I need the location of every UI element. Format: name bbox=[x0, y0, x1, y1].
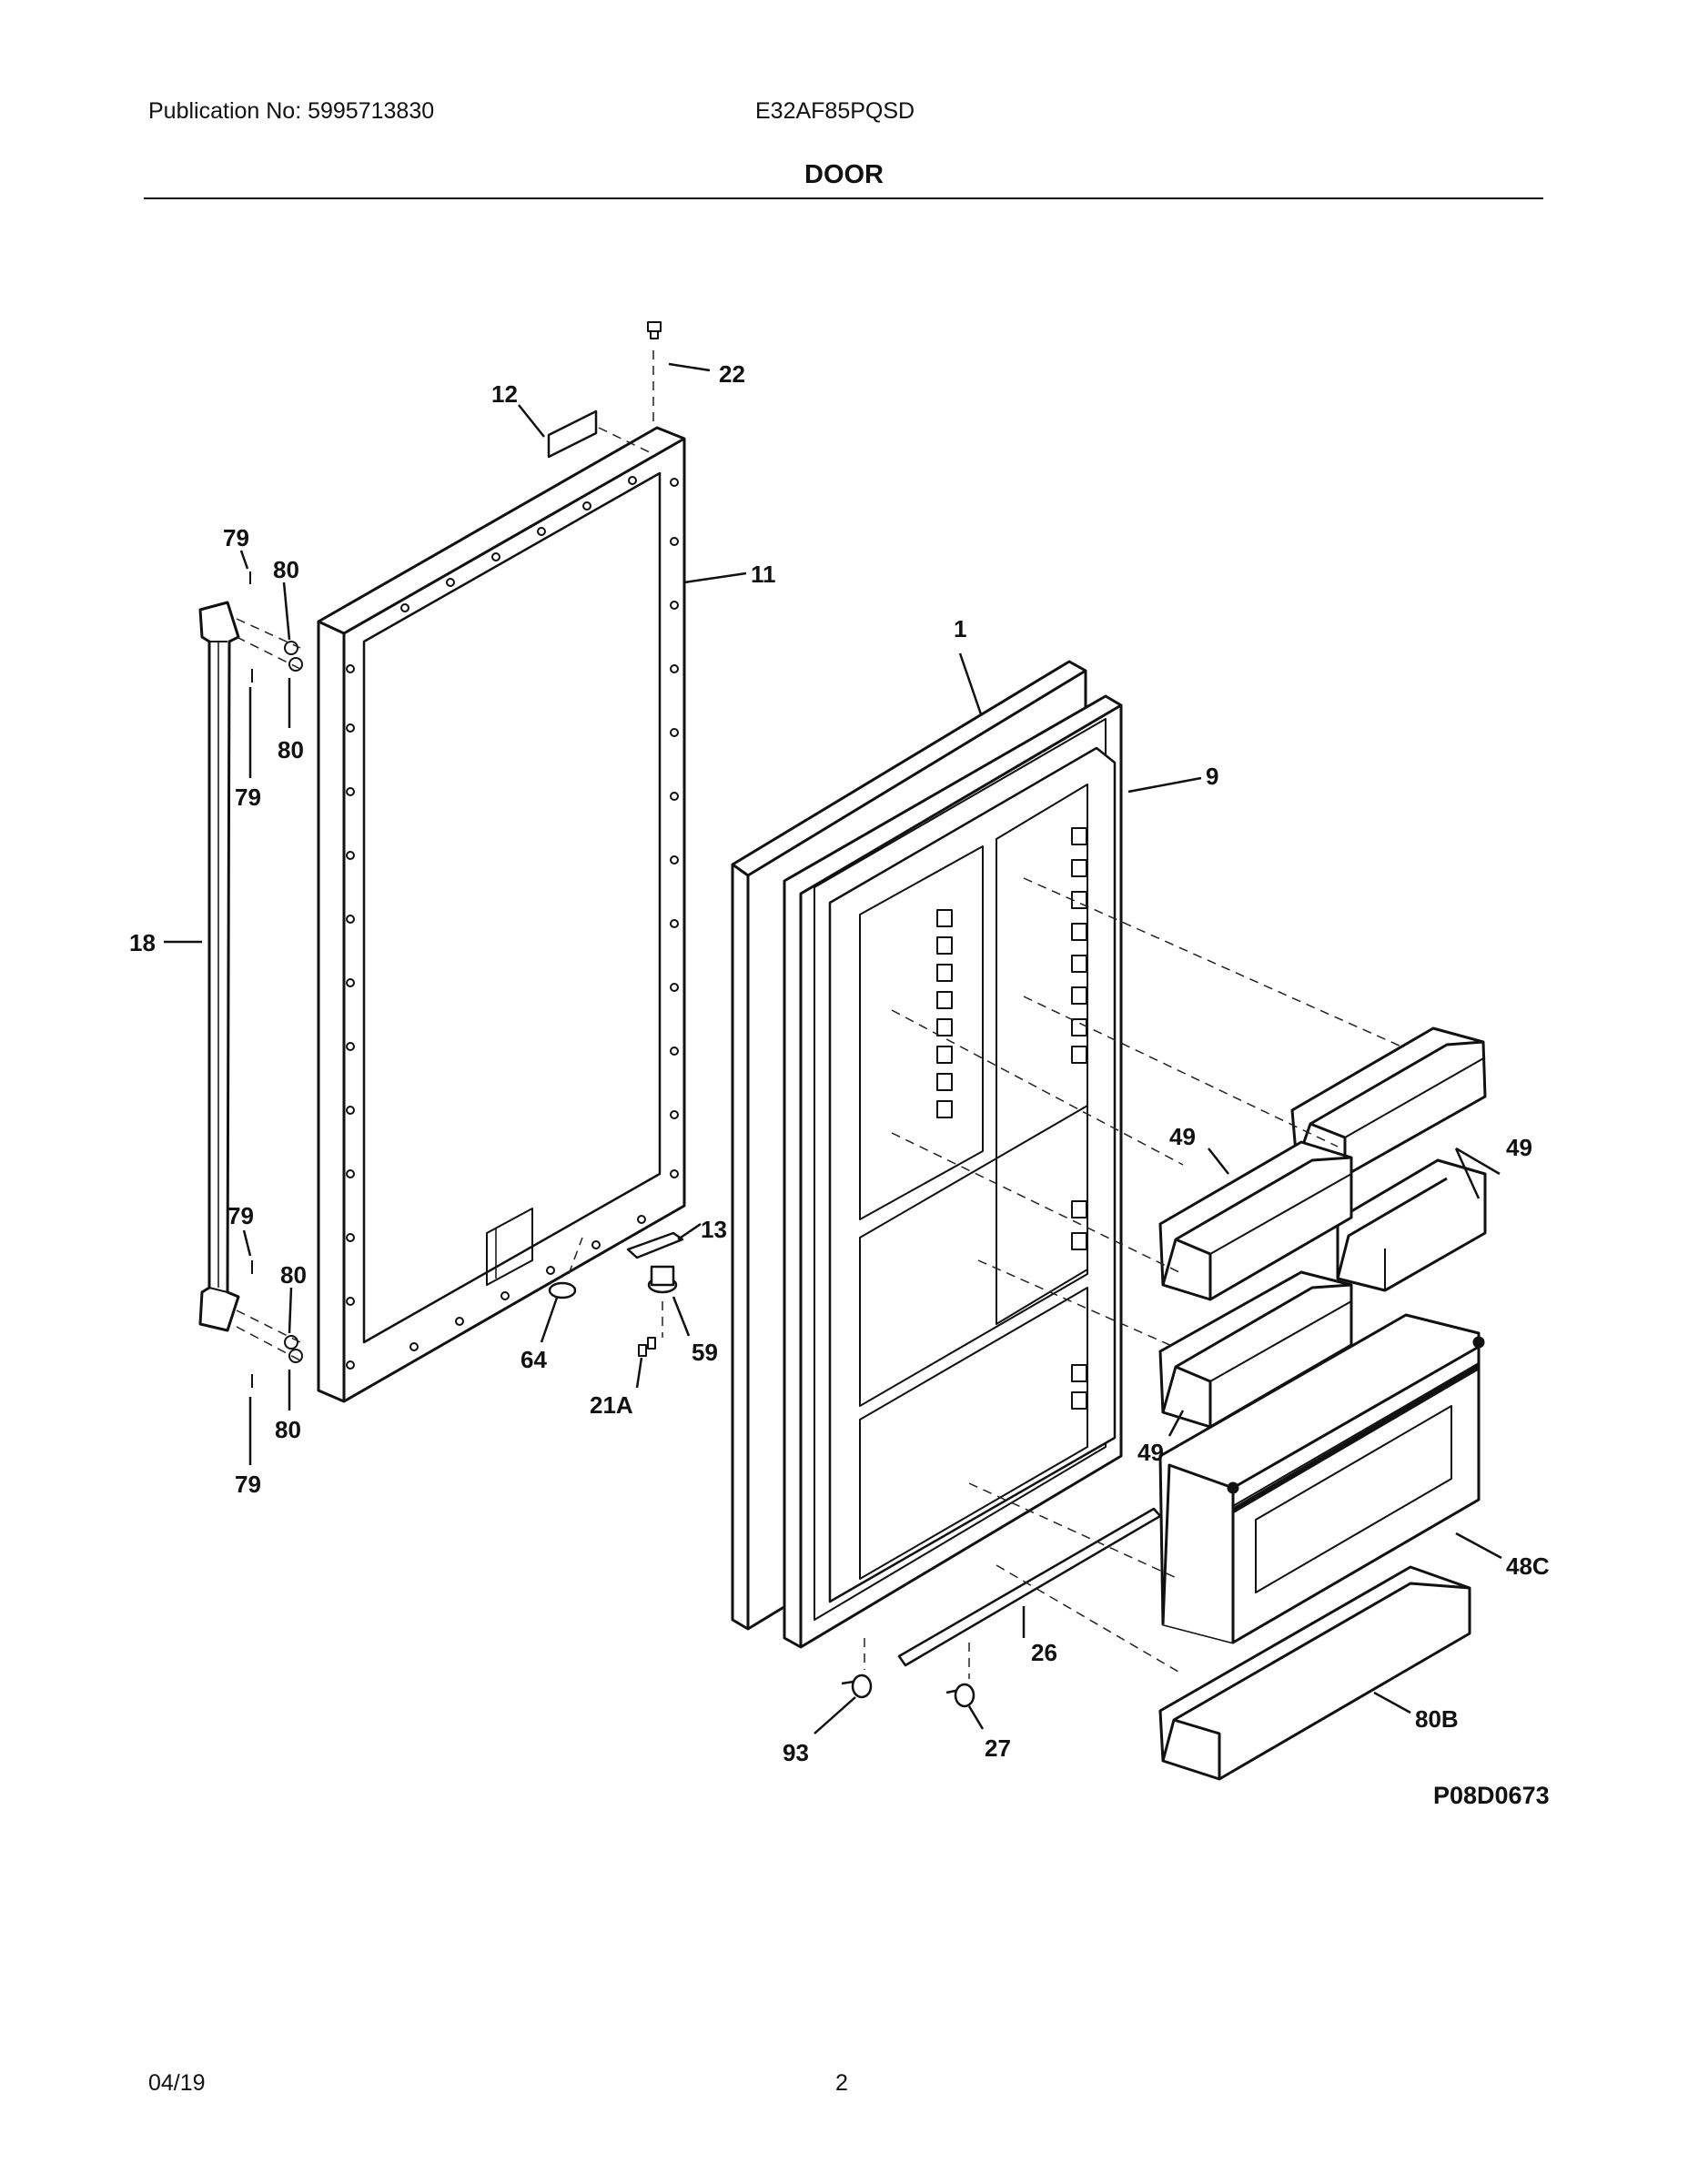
liner-shelf-clips bbox=[936, 827, 1087, 1410]
header-rule bbox=[144, 197, 1543, 199]
callout-79-b: 79 bbox=[235, 784, 261, 811]
plug-fastener-93 bbox=[841, 1673, 873, 1699]
callout-93: 93 bbox=[783, 1739, 809, 1766]
callout-13: 13 bbox=[701, 1216, 727, 1243]
outer-door-screw-holes bbox=[346, 476, 679, 1370]
inner-door-liner bbox=[783, 694, 1123, 1649]
callout-79-a: 79 bbox=[223, 524, 249, 551]
callout-1: 1 bbox=[954, 615, 966, 642]
plug-fastener-27 bbox=[945, 1683, 975, 1708]
section-title: DOOR bbox=[804, 160, 884, 189]
outer-door-panel bbox=[317, 426, 686, 1403]
door-handle bbox=[198, 601, 240, 1332]
callout-64: 64 bbox=[521, 1346, 547, 1373]
callout-21A: 21A bbox=[590, 1391, 633, 1419]
callout-80-d: 80 bbox=[275, 1416, 301, 1443]
leader-lines bbox=[164, 362, 1502, 1734]
model-number: E32AF85PQSD bbox=[755, 98, 915, 124]
callout-22: 22 bbox=[719, 360, 745, 388]
callout-48C: 48C bbox=[1506, 1552, 1550, 1580]
hinge-screws bbox=[638, 1337, 656, 1357]
callout-27: 27 bbox=[985, 1734, 1011, 1762]
label-plate bbox=[547, 410, 598, 459]
door-bin-upper-right bbox=[1290, 1026, 1487, 1178]
handle-fasteners bbox=[249, 571, 303, 1388]
callout-59: 59 bbox=[692, 1339, 718, 1366]
callout-80-b: 80 bbox=[278, 736, 304, 763]
assembly-lines bbox=[236, 350, 1402, 1679]
callout-79-d: 79 bbox=[235, 1471, 261, 1498]
hinge-bushing bbox=[647, 1265, 678, 1294]
publication-date: 04/19 bbox=[148, 2070, 206, 2096]
publication-number: Publication No: 5995713830 bbox=[148, 98, 435, 124]
callout-9: 9 bbox=[1206, 763, 1218, 790]
callout-18: 18 bbox=[129, 929, 156, 956]
hinge-bracket bbox=[626, 1231, 684, 1259]
callout-26: 26 bbox=[1031, 1639, 1057, 1666]
callout-80B: 80B bbox=[1415, 1705, 1459, 1733]
bottom-bin bbox=[1158, 1565, 1471, 1781]
callout-labels: 22 12 11 79 80 80 79 18 79 80 80 79 1 9 … bbox=[129, 360, 1550, 1766]
callout-49-a: 49 bbox=[1169, 1123, 1196, 1150]
page-number: 2 bbox=[835, 2070, 848, 2096]
callout-11: 11 bbox=[751, 561, 776, 588]
top-screw bbox=[647, 321, 662, 339]
dairy-compartment bbox=[1158, 1313, 1485, 1644]
callout-80-c: 80 bbox=[280, 1261, 307, 1289]
callout-49-b: 49 bbox=[1506, 1134, 1532, 1161]
callout-79-c: 79 bbox=[227, 1202, 254, 1229]
callout-12: 12 bbox=[491, 380, 518, 408]
figure-code: P08D0673 bbox=[1433, 1782, 1550, 1809]
door-bin-middle bbox=[1158, 1140, 1353, 1301]
door-bin-right-lower bbox=[1336, 1158, 1487, 1292]
door-bin-lower bbox=[1158, 1270, 1353, 1429]
hinge-cap bbox=[548, 1281, 577, 1299]
callout-80-a: 80 bbox=[273, 556, 299, 583]
callout-49-c: 49 bbox=[1137, 1439, 1164, 1466]
